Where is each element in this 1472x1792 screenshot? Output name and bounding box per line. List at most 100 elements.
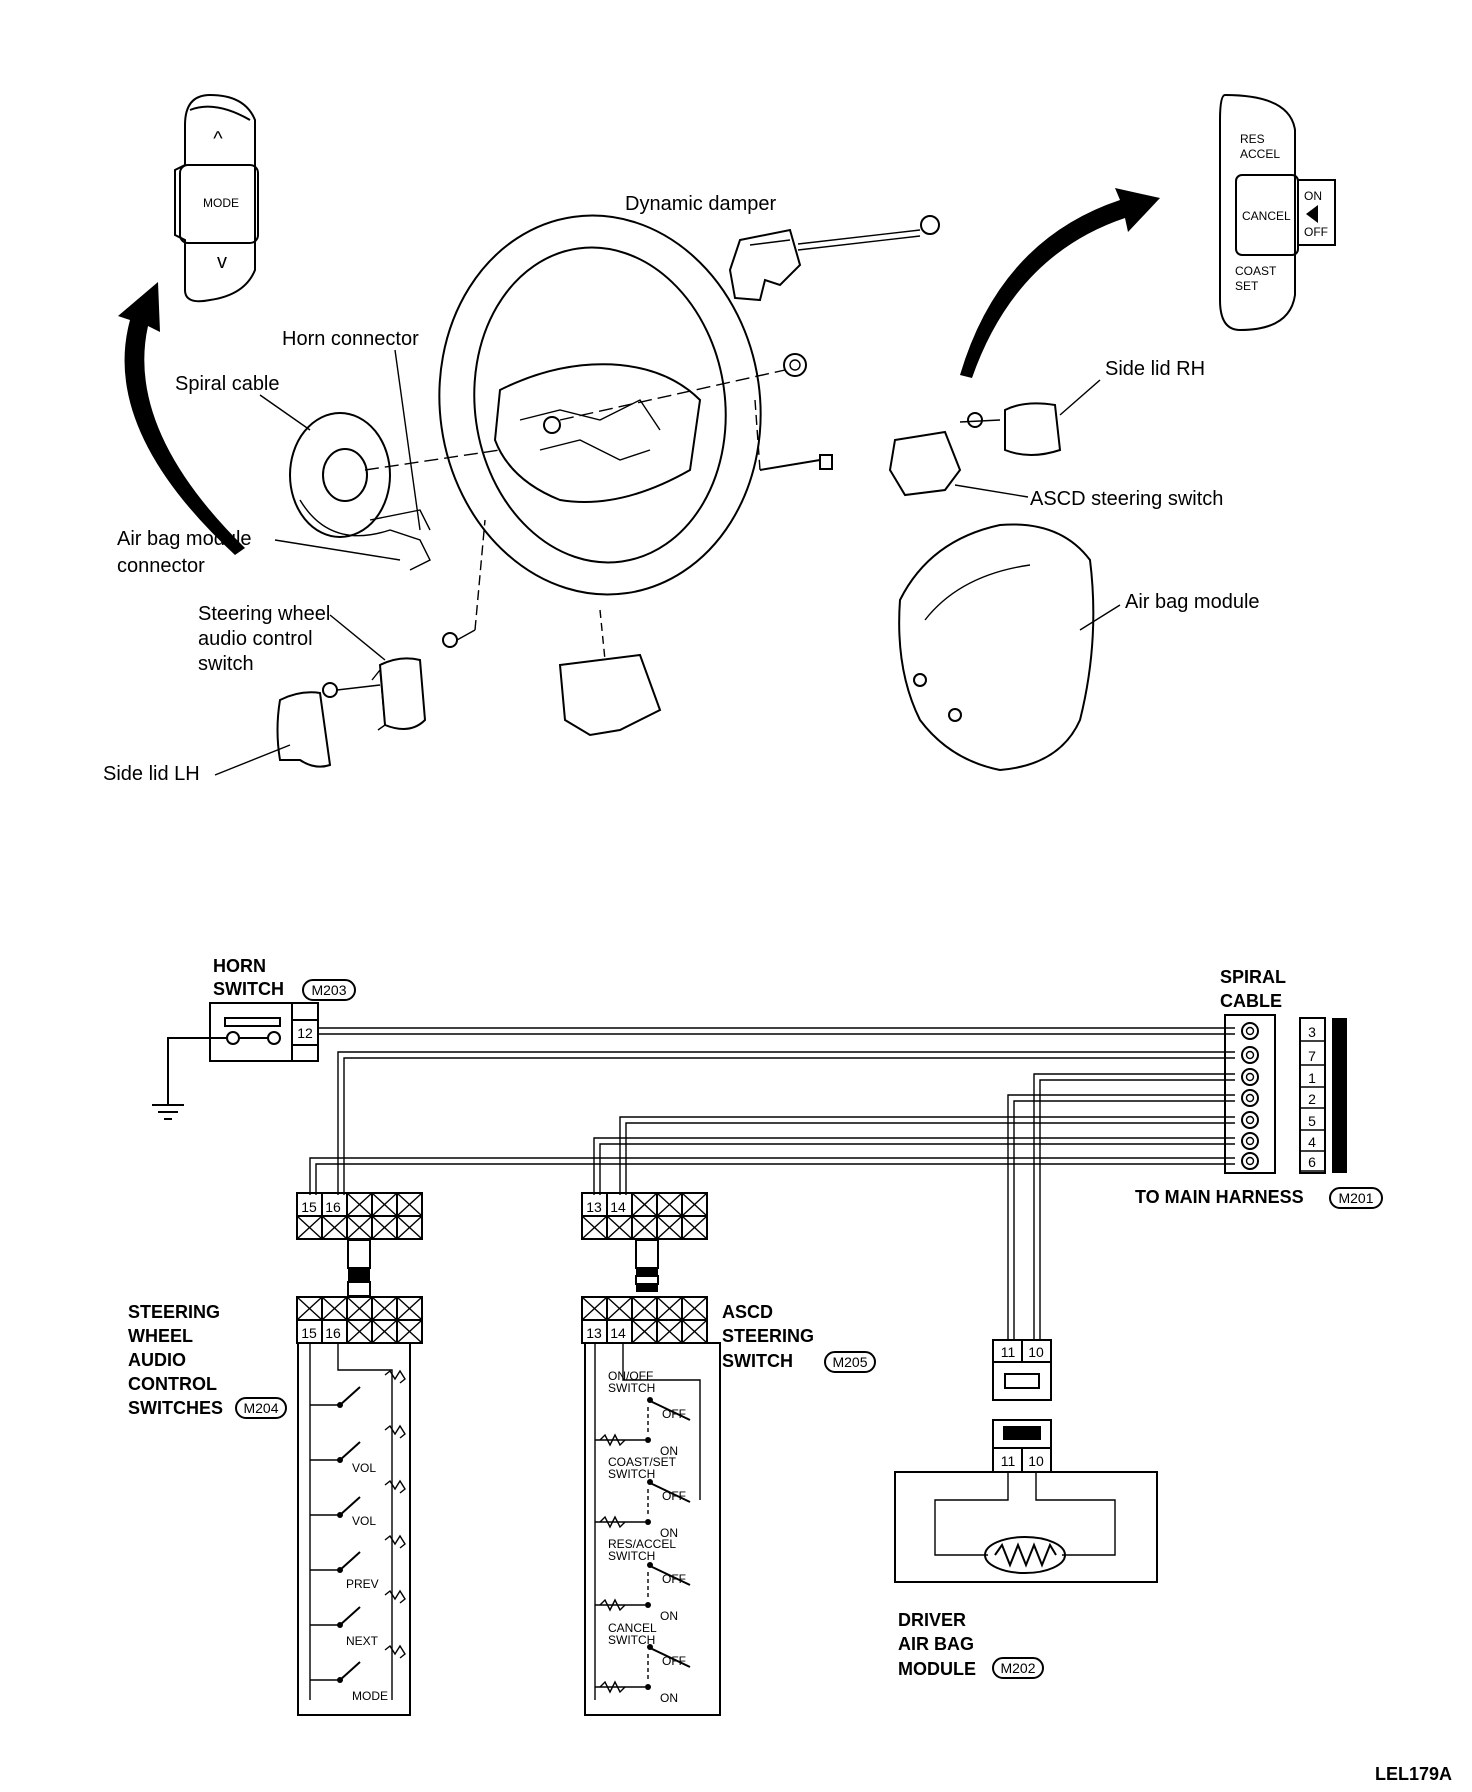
steering-nut bbox=[559, 353, 807, 421]
ascd-on-4: ON bbox=[660, 1691, 678, 1705]
airbag-pin-10-top: 10 bbox=[1028, 1344, 1044, 1360]
ascd-pin-14: 14 bbox=[610, 1325, 626, 1341]
ascd-switch-rung bbox=[595, 1397, 691, 1447]
screw-right bbox=[754, 399, 833, 471]
spiral-pin-1: 1 bbox=[1241, 1068, 1325, 1088]
ascd-off-4: OFF bbox=[662, 1654, 686, 1668]
spiral-pin-label: 5 bbox=[1308, 1113, 1316, 1129]
figure-code: LEL179A bbox=[1375, 1764, 1452, 1784]
ascd-pin-14-top: 14 bbox=[610, 1199, 626, 1215]
audio-pin-15: 15 bbox=[301, 1325, 317, 1341]
dynamic-damper-label: Dynamic damper bbox=[625, 193, 777, 215]
ascd-onoff-1: ON/OFF bbox=[608, 1369, 653, 1383]
spiral-cable: Spiral cable bbox=[175, 373, 501, 571]
ascd-pad-set: SET bbox=[1235, 279, 1259, 293]
spiral-cable-label: Spiral cable bbox=[175, 373, 280, 395]
dynamic-damper: Dynamic damper bbox=[625, 193, 940, 302]
audio-switch-rung bbox=[310, 1479, 406, 1518]
steering-wheel bbox=[438, 214, 762, 596]
ascd-switch-body: ASCD STEERING SWITCH M205 ON/OFF SWITCH … bbox=[584, 1302, 876, 1716]
audio-switch-rung bbox=[310, 1534, 406, 1573]
audio-control-switch-part: Steering wheel audio control switch bbox=[198, 519, 486, 731]
side-lid-lh-label: Side lid LH bbox=[103, 763, 200, 785]
lower-cover bbox=[558, 609, 662, 737]
audio-switch-rung bbox=[310, 1644, 406, 1683]
ascd-pad-accel: ACCEL bbox=[1240, 147, 1280, 161]
spiral-pin-3: 3 bbox=[1241, 1022, 1325, 1042]
audio-switch-label-2: audio control bbox=[198, 628, 313, 650]
airbag-pin-11-top: 11 bbox=[1001, 1344, 1016, 1360]
audio-sw-vol-down: VOL bbox=[352, 1461, 376, 1475]
ascd-pin-13-top: 13 bbox=[586, 1199, 602, 1215]
audio-label-4: CONTROL bbox=[128, 1374, 217, 1394]
ascd-label-2: STEERING bbox=[722, 1326, 814, 1346]
audio-connector-id: M204 bbox=[243, 1400, 278, 1416]
airbag-connector-label-1: Air bag module bbox=[117, 528, 252, 550]
audio-switch-rung bbox=[310, 1424, 406, 1463]
ascd-pad-res: RES bbox=[1240, 132, 1265, 146]
audio-switch-label-3: switch bbox=[198, 653, 254, 675]
audio-control-pad: ^ MODE v bbox=[174, 93, 259, 303]
audio-pad-down-icon: v bbox=[217, 251, 227, 273]
ascd-res-1: RES/ACCEL bbox=[608, 1537, 676, 1551]
audio-pad-mode: MODE bbox=[203, 196, 239, 210]
ascd-pad-arrow-icon bbox=[1306, 205, 1318, 223]
main-harness-label: TO MAIN HARNESS bbox=[1135, 1187, 1304, 1207]
audio-switch-label-1: Steering wheel bbox=[198, 603, 330, 625]
ascd-on-1: ON bbox=[660, 1444, 678, 1458]
ascd-switch-part: ASCD steering switch bbox=[888, 412, 1223, 510]
curved-arrow-right-icon bbox=[960, 188, 1160, 378]
audio-label-2: WHEEL bbox=[128, 1326, 193, 1346]
audio-pin-16-top: 16 bbox=[325, 1199, 341, 1215]
ascd-pin-13: 13 bbox=[586, 1325, 602, 1341]
spiral-cable-label-2: CABLE bbox=[1220, 991, 1282, 1011]
audio-label-3: AUDIO bbox=[128, 1350, 186, 1370]
airbag-pin-10: 10 bbox=[1028, 1453, 1044, 1469]
horn-switch-label-2: SWITCH bbox=[213, 979, 284, 999]
audio-pin-15-top: 15 bbox=[301, 1199, 317, 1215]
ascd-pad-on: ON bbox=[1304, 189, 1322, 203]
spiral-pin-label: 3 bbox=[1308, 1024, 1316, 1040]
audio-label-1: STEERING bbox=[128, 1302, 220, 1322]
driver-airbag-module: 11 10 11 10 DRIVER AIR BAG MODULE M202 bbox=[894, 1339, 1158, 1679]
ascd-switch-rung bbox=[595, 1644, 691, 1694]
ascd-label-1: ASCD bbox=[722, 1302, 773, 1322]
ascd-pad-coast: COAST bbox=[1235, 264, 1277, 278]
ascd-off-2: OFF bbox=[662, 1489, 686, 1503]
airbag-label-3: MODULE bbox=[898, 1659, 976, 1679]
ascd-pad-off: OFF bbox=[1304, 225, 1328, 239]
ascd-on-3: ON bbox=[660, 1609, 678, 1623]
ascd-switch-rung bbox=[595, 1479, 691, 1529]
airbag-module-part: Air bag module bbox=[898, 523, 1260, 772]
spiral-pin-7: 7 bbox=[1241, 1046, 1325, 1066]
main-harness-connector-id: M201 bbox=[1338, 1190, 1373, 1206]
spiral-pin-label: 6 bbox=[1308, 1154, 1316, 1170]
ascd-switch-label: ASCD steering switch bbox=[1030, 488, 1223, 510]
audio-pad-up-icon: ^ bbox=[213, 128, 223, 150]
airbag-connector-id: M202 bbox=[1000, 1660, 1035, 1676]
spiral-pin-label: 1 bbox=[1308, 1070, 1316, 1086]
spiral-pin-4: 4 bbox=[1241, 1132, 1325, 1152]
airbag-pin-11: 11 bbox=[1001, 1453, 1016, 1469]
horn-connector-label: Horn connector bbox=[282, 328, 419, 350]
ascd-cancel-1: CANCEL bbox=[608, 1621, 657, 1635]
spiral-pin-2: 2 bbox=[1241, 1089, 1325, 1109]
ascd-control-pad: RES ACCEL CANCEL ON OFF COAST SET bbox=[1219, 93, 1336, 332]
spiral-pin-label: 4 bbox=[1308, 1134, 1316, 1150]
ascd-switch-rung bbox=[595, 1562, 691, 1612]
curved-arrow-left-icon bbox=[118, 282, 245, 555]
ascd-cancel-2: SWITCH bbox=[608, 1633, 655, 1647]
audio-sw-prev: PREV bbox=[346, 1577, 379, 1591]
side-lid-rh: Side lid RH bbox=[1004, 358, 1205, 456]
audio-sw-vol-up: VOL bbox=[352, 1514, 376, 1528]
audio-switch-body: STEERING WHEEL AUDIO CONTROL SWITCHES M2… bbox=[128, 1302, 411, 1716]
airbag-label-2: AIR BAG bbox=[898, 1634, 974, 1654]
audio-sw-next: NEXT bbox=[346, 1634, 379, 1648]
ascd-pad-cancel: CANCEL bbox=[1242, 209, 1291, 223]
ascd-res-2: SWITCH bbox=[608, 1549, 655, 1563]
horn-switch-label-1: HORN bbox=[213, 956, 266, 976]
side-lid-lh: Side lid LH bbox=[103, 691, 332, 785]
audio-switch-rung bbox=[310, 1589, 406, 1628]
